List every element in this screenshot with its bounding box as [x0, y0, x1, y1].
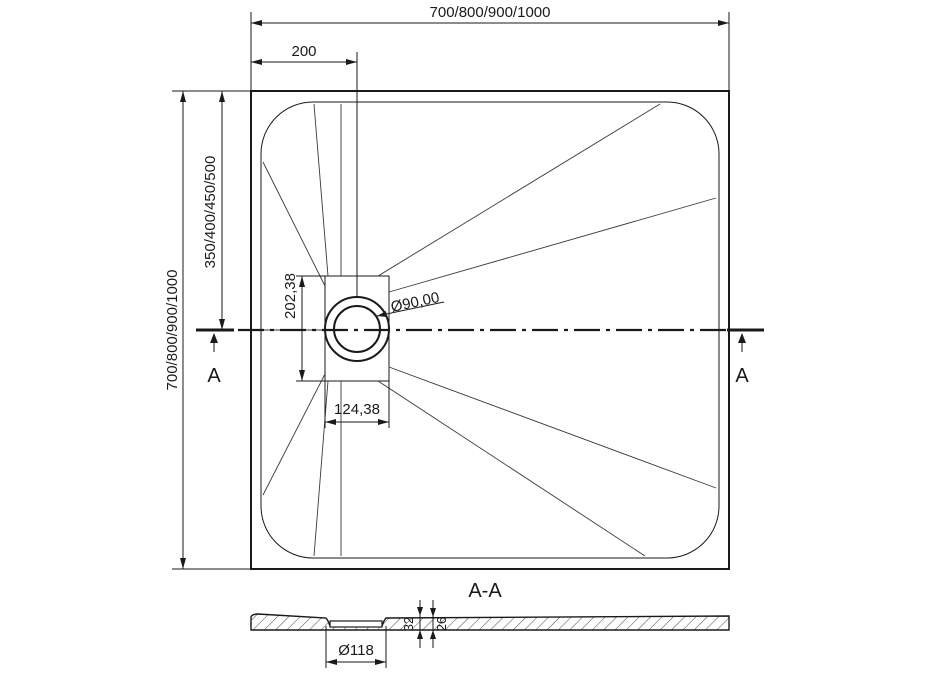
section-profile [250, 613, 730, 631]
dim-overall-width: 700/800/900/1000 [430, 4, 551, 21]
dim-section-height-outer: 32 [401, 617, 416, 631]
dim-drain-offset-x: 200 [291, 43, 316, 60]
dim-drain-diameter: Ø90,00 [389, 289, 441, 316]
dim-section-drain-diameter: Ø118 [338, 642, 374, 659]
plan-view: A A [196, 90, 764, 570]
section-marker-right: A [735, 365, 749, 387]
section-drain-plug [329, 620, 383, 628]
dimension-lines: 700/800/900/1000 200 700/800/900/1000 35… [164, 4, 730, 570]
section-arrow-left [210, 333, 218, 352]
section-title: A-A [468, 580, 502, 602]
section-marker-left: A [207, 365, 221, 387]
dim-section-height-inner: 26 [434, 617, 449, 631]
dim-drain-box-height: 202,38 [282, 273, 299, 319]
dim-drain-offset-y: 350/400/450/500 [202, 156, 219, 269]
dim-overall-depth: 700/800/900/1000 [164, 270, 181, 391]
dim-drain-box-width: 124,38 [334, 401, 380, 418]
section-arrow-right [738, 333, 746, 352]
section-view-a-a: A-A Ø118 32 26 [250, 580, 730, 668]
